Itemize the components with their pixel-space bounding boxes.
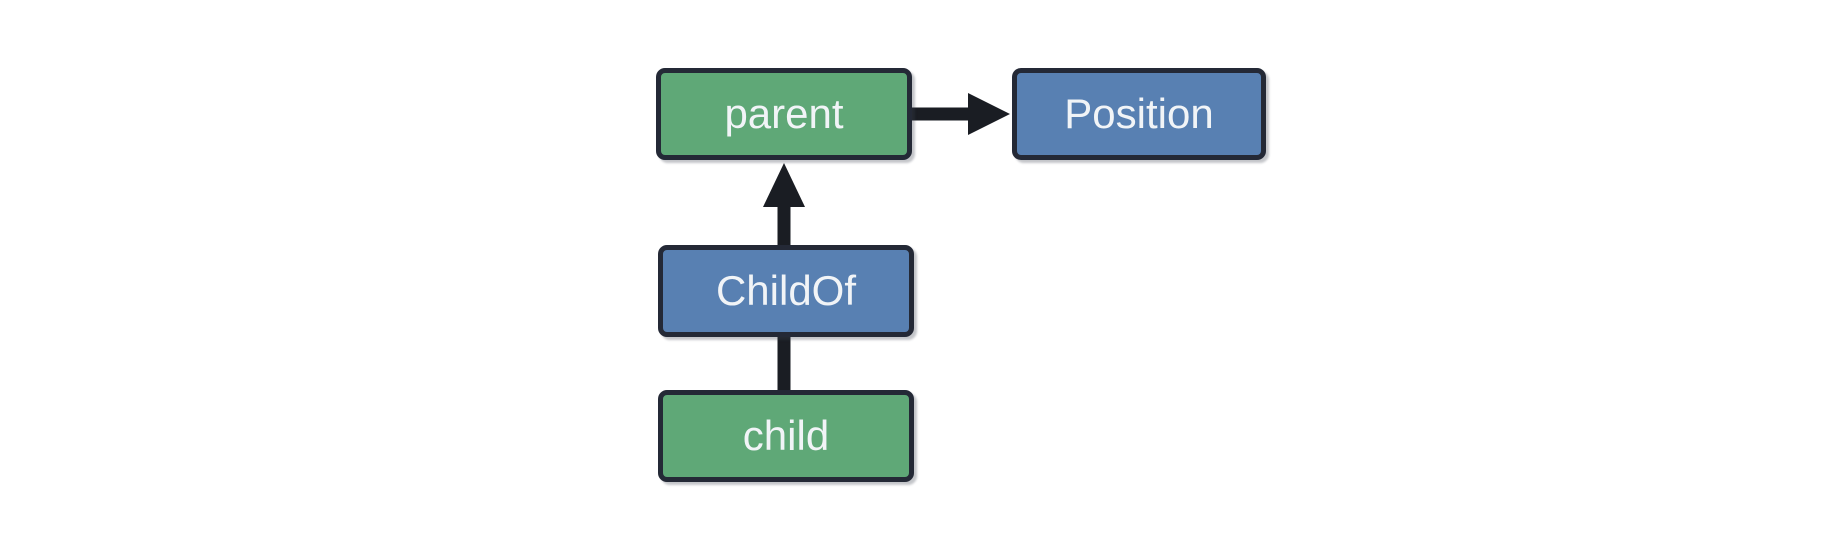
node-childof: ChildOf	[658, 245, 914, 337]
node-child-label: child	[742, 412, 830, 459]
node-position: Position	[1012, 68, 1266, 160]
arrowhead-up-icon	[763, 163, 805, 207]
node-parent-label: parent	[724, 90, 844, 137]
arrowhead-right-icon	[968, 93, 1010, 135]
node-parent: parent	[656, 68, 912, 160]
edge-parent-position	[912, 93, 1010, 135]
edge-childof-parent	[763, 163, 805, 246]
node-child: child	[658, 390, 914, 482]
node-position-label: Position	[1064, 90, 1214, 137]
node-childof-label: ChildOf	[715, 267, 857, 314]
